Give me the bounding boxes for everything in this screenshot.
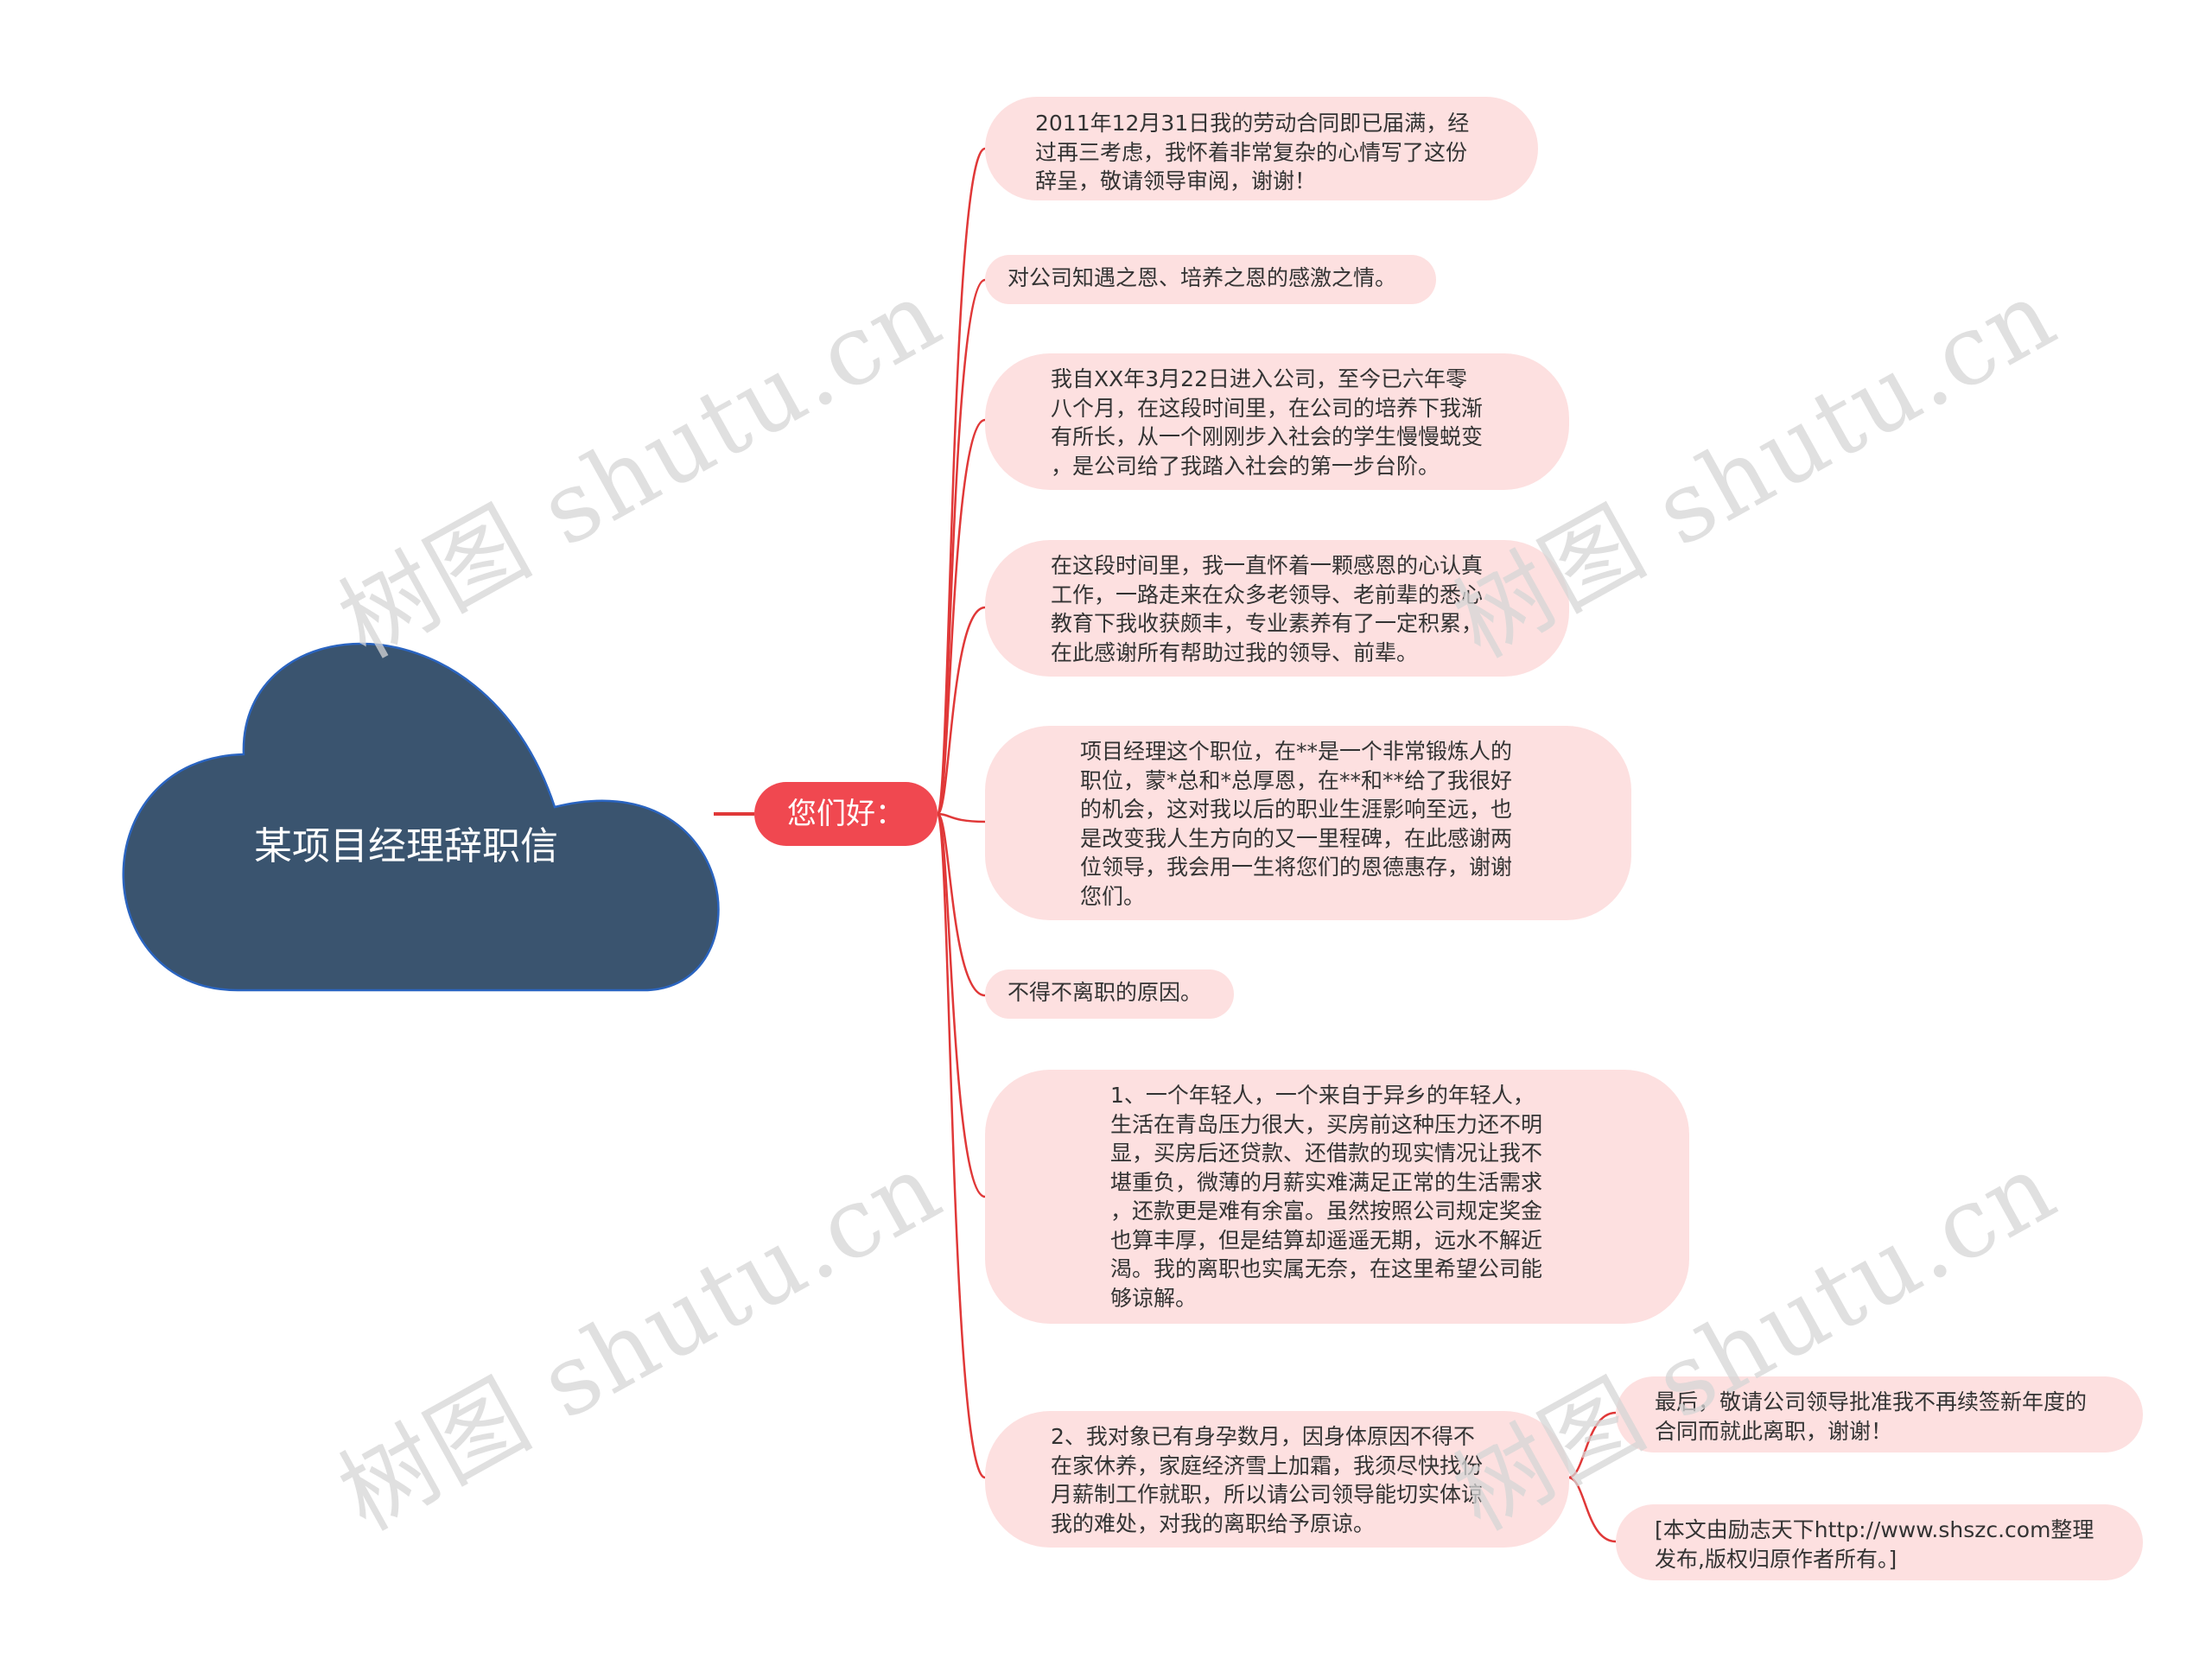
grandchild-node-1[interactable]: 最后，敬请公司领导批准我不再续签新年度的 合同而就此离职，谢谢！ [1616,1376,2143,1452]
connector-child-3 [936,418,986,816]
connector-child-8 [936,812,986,1479]
connector-child-6 [936,812,986,997]
child-node-8[interactable]: 2、我对象已有身孕数月，因身体原因不得不 在家休养，家庭经济雪上加霜，我须尽快找… [985,1411,1569,1548]
child-node-7[interactable]: 1、一个年轻人，一个来自于异乡的年轻人， 生活在青岛压力很大，买房前这种压力还不… [985,1070,1689,1324]
connector-child-5 [937,812,986,823]
grandchild-node-2[interactable]: [本文由励志天下http://www.shszc.com整理 发布,版权归原作者… [1616,1504,2143,1580]
child-node-1[interactable]: 2011年12月31日我的劳动合同即已届满，经 过再三考虑，我怀着非常复杂的心情… [985,97,1538,200]
grandchild-connectors [1567,1411,1617,1543]
child-node-3[interactable]: 我自XX年3月22日进入公司，至今已六年零 八个月，在这段时间里，在公司的培养下… [985,353,1569,490]
connector-child-1 [936,147,986,816]
connector-grandchild-1 [1567,1411,1617,1479]
connector-child-2 [936,278,986,816]
child-node-2[interactable]: 对公司知遇之恩、培养之恩的感激之情。 [985,255,1436,304]
root-topic[interactable]: 某项目经理辞职信 [254,824,558,868]
child-node-4[interactable]: 在这段时间里，我一直怀着一颗感恩的心认真 工作，一路走来在众多老领导、老前辈的悉… [985,540,1569,677]
hub-topic[interactable]: 您们好： [754,782,938,846]
child-node-5[interactable]: 项目经理这个职位，在**是一个非常锻炼人的 职位，蒙*总和*总厚恩，在**和**… [985,726,1631,920]
hub-to-children-connectors [936,147,986,1479]
root-cloud-shape[interactable] [122,642,720,992]
connector-child-4 [936,606,986,816]
child-node-6[interactable]: 不得不离职的原因。 [985,969,1234,1019]
connector-grandchild-2 [1567,1476,1617,1543]
